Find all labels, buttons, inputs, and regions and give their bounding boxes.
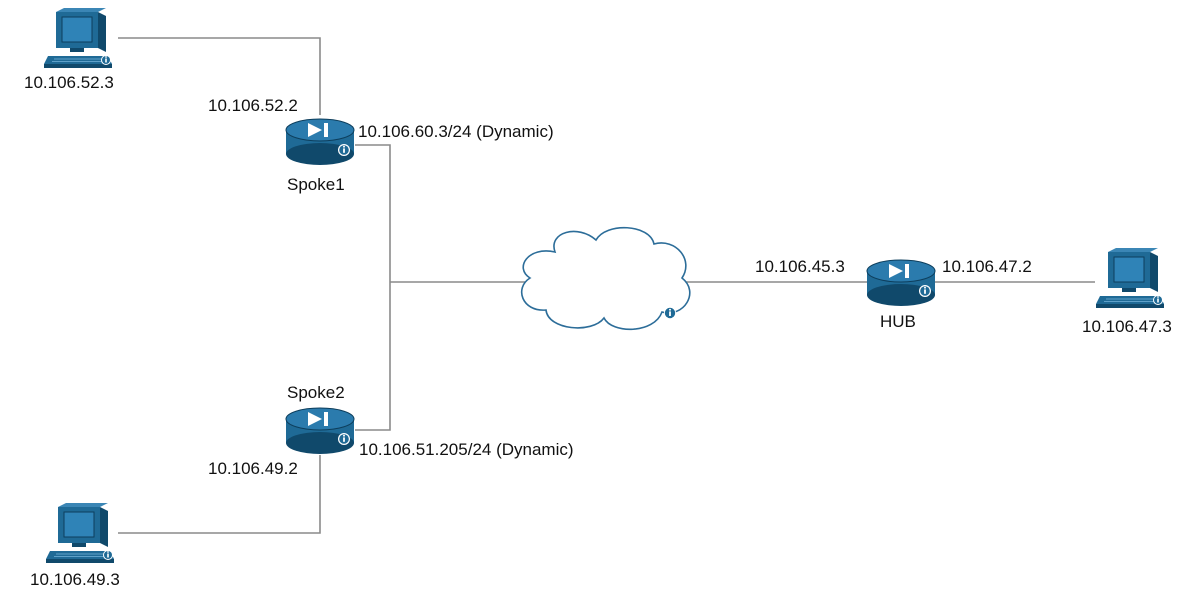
pc-top-computer-icon <box>43 7 113 69</box>
spoke1-wan-ip-label: 10.106.60.3/24 (Dynamic) <box>358 122 554 141</box>
spoke2-router-icon <box>285 407 355 455</box>
pc-bottom-ip-label: 10.106.49.3 <box>30 570 120 589</box>
spoke2-name-label: Spoke2 <box>287 383 345 402</box>
spoke1-lan-ip-label: 10.106.52.2 <box>208 96 298 115</box>
link-spoke2-to-pc-bottom <box>118 455 321 534</box>
link-pc-top-to-spoke1 <box>118 37 321 115</box>
link-spoke1-to-wan <box>355 144 391 431</box>
pc-right-ip-label: 10.106.47.3 <box>1082 317 1172 336</box>
spoke2-wan-ip-label: 10.106.51.205/24 (Dynamic) <box>359 440 574 459</box>
hub-name-label: HUB <box>880 312 916 331</box>
spoke1-name-label: Spoke1 <box>287 175 345 194</box>
hub-wan-ip-label: 10.106.45.3 <box>755 257 845 276</box>
links <box>118 37 1095 534</box>
cloud-icon <box>520 226 691 331</box>
pc-top-ip-label: 10.106.52.3 <box>24 73 114 92</box>
spoke2-lan-ip-label: 10.106.49.2 <box>208 459 298 478</box>
hub-router-icon <box>866 259 936 307</box>
pc-bottom-computer-icon <box>45 502 115 564</box>
spoke1-router-icon <box>285 118 355 166</box>
pc-right-computer-icon <box>1095 247 1165 309</box>
hub-lan-ip-label: 10.106.47.2 <box>942 257 1032 276</box>
info-icon <box>664 307 676 319</box>
